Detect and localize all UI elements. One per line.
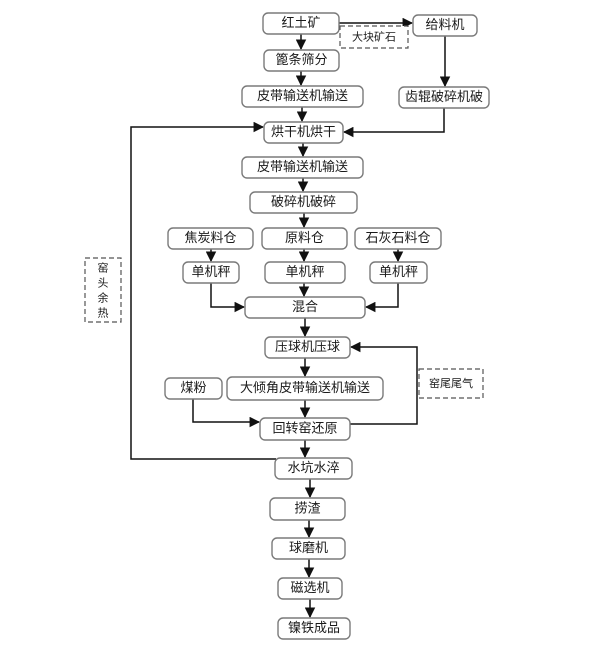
node-slag-removal: 捞渣 xyxy=(269,497,346,521)
node-limestone-bin: 石灰石料仓 xyxy=(354,227,442,250)
node-belt-conveyor-2-box xyxy=(241,156,364,179)
node-coke-bin-label: 焦炭料仓 xyxy=(184,231,236,246)
node-briquetting-label: 压球机压球 xyxy=(275,340,340,355)
node-scale-right: 单机秤 xyxy=(369,261,428,284)
node-grate-screening-box xyxy=(263,49,340,72)
node-mixing: 混合 xyxy=(244,296,366,319)
node-rotary-kiln-label: 回转窑还原 xyxy=(272,421,337,437)
node-raw-material-bin: 原料仓 xyxy=(261,227,348,250)
node-feeder: 给料机 xyxy=(412,14,478,37)
node-crusher-box xyxy=(249,191,358,214)
node-rotary-kiln-box xyxy=(259,417,351,441)
node-coal-powder: 煤粉 xyxy=(164,377,223,400)
node-toothed-roll-crusher-label: 齿辊破碎机破 xyxy=(405,90,483,105)
node-raw-material-bin-box xyxy=(261,227,348,250)
node-inclined-belt-conveyor-label: 大倾角皮带输送机输送 xyxy=(240,380,370,396)
node-large-ore-label-label: 大块矿石 xyxy=(352,30,396,44)
node-briquetting: 压球机压球 xyxy=(264,336,351,359)
node-scale-middle-box xyxy=(264,261,346,284)
node-briquetting-box xyxy=(264,336,351,359)
node-scale-right-label: 单机秤 xyxy=(379,265,418,280)
node-water-quenching-label: 水坑水淬 xyxy=(287,461,339,476)
edge-kiln-tail-gas-to-briquetting xyxy=(349,341,418,425)
node-magnetic-separator-label: 磁选机 xyxy=(290,581,329,596)
node-dryer: 烘干机烘干 xyxy=(263,121,344,144)
node-ferronickel-product-box xyxy=(277,617,351,640)
node-feeder-box xyxy=(412,14,478,37)
node-limestone-bin-box xyxy=(354,227,442,250)
node-laterite-ore-box xyxy=(262,12,340,35)
edge-toothed-crusher-to-dryer xyxy=(342,108,445,138)
node-scale-right-box xyxy=(369,261,428,284)
node-crusher-label: 破碎机破碎 xyxy=(271,195,336,210)
node-belt-conveyor-1-label: 皮带输送机输送 xyxy=(257,88,348,104)
node-scale-left: 单机秤 xyxy=(182,261,240,284)
edge-scale-left-to-mixing xyxy=(210,283,246,313)
node-grate-screening-label: 篦条筛分 xyxy=(275,52,327,68)
node-ferronickel-product-label: 镍铁成品 xyxy=(288,621,340,636)
node-kiln-tail-gas-label: 窑尾尾气 xyxy=(418,368,484,399)
node-slag-removal-box xyxy=(269,497,346,521)
node-coal-powder-box xyxy=(164,377,223,400)
node-coke-bin-box xyxy=(167,227,254,250)
node-ball-mill-label: 球磨机 xyxy=(289,541,328,556)
node-belt-conveyor-2-label: 皮带输送机输送 xyxy=(257,159,348,175)
node-belt-conveyor-2: 皮带输送机输送 xyxy=(241,156,364,179)
node-crusher: 破碎机破碎 xyxy=(249,191,358,214)
node-limestone-bin-label: 石灰石料仓 xyxy=(365,231,430,246)
node-kiln-head-waste-heat-label-box xyxy=(84,257,122,323)
node-mixing-label: 混合 xyxy=(292,300,318,315)
edge-scale-right-to-mixing xyxy=(364,283,399,313)
node-coal-powder-label: 煤粉 xyxy=(180,381,206,396)
node-magnetic-separator: 磁选机 xyxy=(277,577,343,600)
node-kiln-tail-gas-label-box xyxy=(418,368,484,399)
node-belt-conveyor-1-box xyxy=(241,85,364,108)
node-toothed-roll-crusher-box xyxy=(398,86,490,109)
node-magnetic-separator-box xyxy=(277,577,343,600)
node-scale-left-label: 单机秤 xyxy=(191,265,230,280)
node-laterite-ore-label: 红土矿 xyxy=(281,15,320,31)
node-feeder-label: 给料机 xyxy=(425,18,464,33)
edge-coal-to-kiln xyxy=(192,399,261,428)
node-toothed-roll-crusher: 齿辊破碎机破 xyxy=(398,86,490,109)
node-slag-removal-label: 捞渣 xyxy=(294,501,320,517)
node-inclined-belt-conveyor-box xyxy=(226,376,384,401)
edge-kiln-head-heat-to-dryer xyxy=(130,121,276,460)
node-scale-left-box xyxy=(182,261,240,284)
node-dryer-box xyxy=(263,121,344,144)
node-grate-screening: 篦条筛分 xyxy=(263,49,340,72)
node-belt-conveyor-1: 皮带输送机输送 xyxy=(241,85,364,108)
node-ball-mill: 球磨机 xyxy=(271,537,346,560)
node-rotary-kiln: 回转窑还原 xyxy=(259,417,351,441)
node-inclined-belt-conveyor: 大倾角皮带输送机输送 xyxy=(226,376,384,401)
node-coke-bin: 焦炭料仓 xyxy=(167,227,254,250)
node-raw-material-bin-label: 原料仓 xyxy=(285,231,324,246)
node-large-ore-label: 大块矿石 xyxy=(339,25,409,49)
node-kiln-tail-gas-label-label: 窑尾尾气 xyxy=(429,376,473,390)
node-scale-middle: 单机秤 xyxy=(264,261,346,284)
node-scale-middle-label: 单机秤 xyxy=(285,265,324,280)
node-kiln-head-waste-heat-label: 窑头余热 xyxy=(84,257,122,323)
node-dryer-label: 烘干机烘干 xyxy=(271,125,336,140)
node-large-ore-label-box xyxy=(339,25,409,49)
node-kiln-head-waste-heat-label-label: 窑头余热 xyxy=(98,260,109,319)
node-mixing-box xyxy=(244,296,366,319)
node-ball-mill-box xyxy=(271,537,346,560)
node-ferronickel-product: 镍铁成品 xyxy=(277,617,351,640)
node-water-quenching-box xyxy=(274,457,353,480)
node-laterite-ore: 红土矿 xyxy=(262,12,340,35)
node-water-quenching: 水坑水淬 xyxy=(274,457,353,480)
